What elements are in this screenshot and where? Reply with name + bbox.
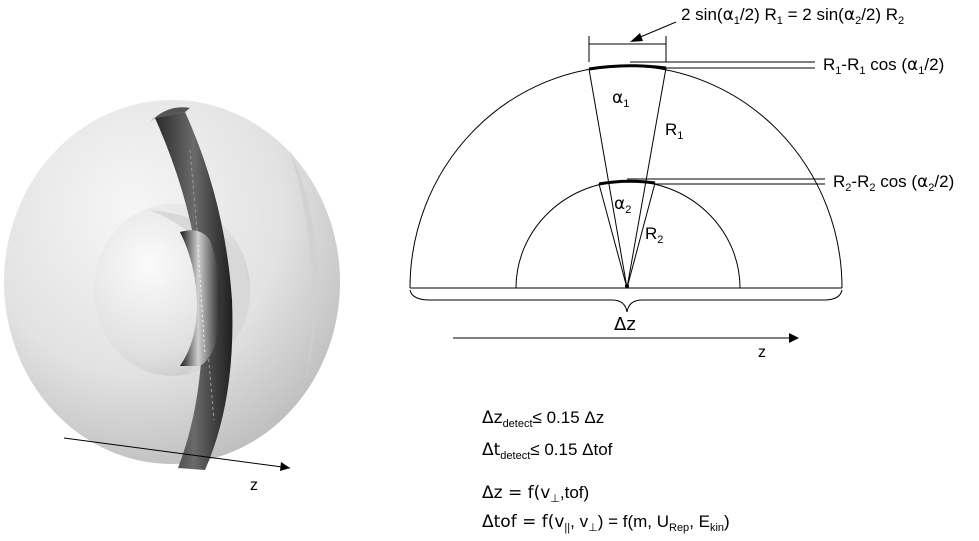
center-point <box>625 284 629 288</box>
inner-semicircle <box>515 180 741 289</box>
inner-detector-band <box>180 230 221 366</box>
sphere-3d-figure: z <box>4 100 340 494</box>
R2-label: R2 <box>645 224 663 246</box>
equations-block: Δzdetect≤ 0.15 Δz Δtdetect≤ 0.15 Δtof Δz… <box>482 408 730 534</box>
outer-sphere-cut-face <box>290 150 318 400</box>
right-z-arrowhead <box>789 333 799 343</box>
outer-wedge-right <box>626 67 667 289</box>
cross-section-schematic: z Δz 2 sin(α1/2) R1 = 2 sin(α2/2) R2 R1-… <box>409 5 954 361</box>
outer-wedge-left <box>588 68 628 289</box>
alpha2-label: α2 <box>614 194 631 216</box>
outer-detector-band <box>155 112 233 470</box>
outer-band-top-cap <box>150 107 190 122</box>
equation-delta-z-function: Δz = f(v⊥,tof) <box>482 483 589 505</box>
equation-delta-t-detect: Δtdetect≤ 0.15 Δtof <box>482 440 613 462</box>
formula-pointer-head <box>630 33 643 42</box>
outer-sag-formula: R1-R1 cos (α1/2) <box>823 55 944 77</box>
chord-equality-formula: 2 sin(α1/2) R1 = 2 sin(α2/2) R2 <box>681 5 904 27</box>
inner-wedge-left <box>598 183 628 289</box>
equation-delta-z-detect: Δzdetect≤ 0.15 Δz <box>482 408 604 430</box>
delta-z-label: Δz <box>614 314 636 335</box>
outer-detector-arc <box>588 64 667 71</box>
R1-label: R1 <box>665 120 683 142</box>
equation-delta-tof-function: Δtof = f(v||, v⊥) = f(m, URep, Ekin) <box>482 512 730 534</box>
left-z-axis <box>63 437 291 469</box>
alpha1-label: α1 <box>612 88 629 110</box>
inner-band-seam <box>197 244 206 356</box>
left-z-arrowhead <box>280 462 290 471</box>
delta-z-brace <box>409 289 843 313</box>
formula-pointer-line <box>637 21 677 39</box>
inner-detector-arc <box>598 179 656 186</box>
inner-wedge-right <box>626 182 656 289</box>
right-z-label: z <box>758 344 766 361</box>
inner-sag-formula: R2-R2 cos (α2/2) <box>833 172 954 194</box>
left-z-label: z <box>250 477 258 494</box>
